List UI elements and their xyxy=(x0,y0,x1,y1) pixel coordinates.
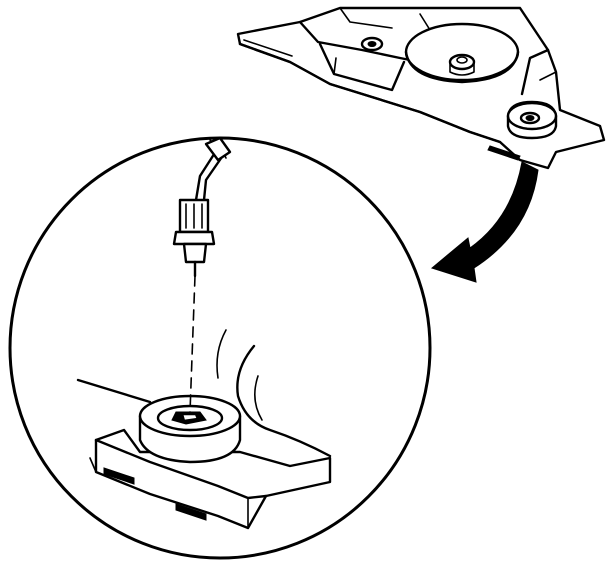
speaker-mount xyxy=(404,22,520,84)
mounting-hole-boss xyxy=(138,394,242,464)
lamp-housing-mount xyxy=(506,100,558,140)
small-post-mount xyxy=(360,36,384,52)
direction-arrow xyxy=(430,161,539,283)
bulb-socket-with-wires xyxy=(172,136,232,413)
